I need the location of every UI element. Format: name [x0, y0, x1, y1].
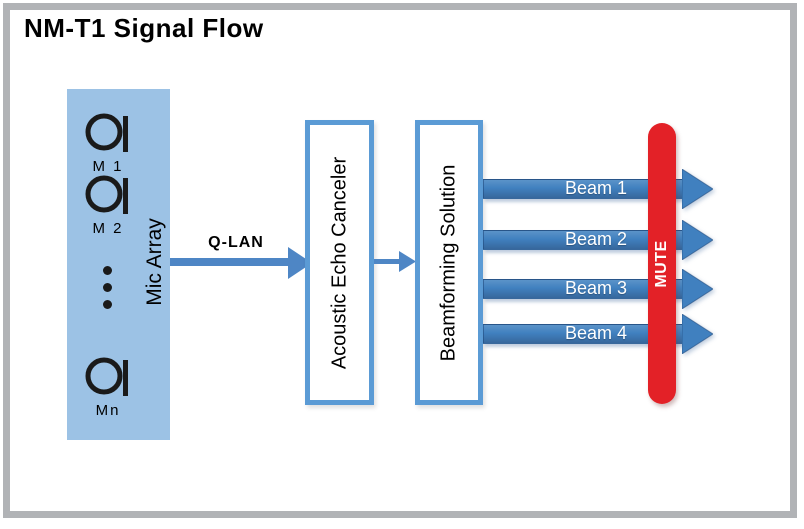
diagram-title: NM-T1 Signal Flow — [24, 13, 264, 43]
beamforming-solution-block: Beamforming Solution — [415, 120, 483, 405]
microphone-icon — [85, 169, 131, 219]
mic-item: M 2 — [85, 169, 131, 237]
mic-array-block: M 1 M 2 Mn Mic Array — [67, 89, 170, 440]
ellipsis-dots-icon — [103, 266, 112, 309]
beam-arrow-head-icon — [681, 219, 714, 261]
mic-label: M 1 — [92, 158, 124, 175]
inter-block-arrow-shaft — [374, 259, 402, 264]
mic-label: Mn — [95, 402, 121, 419]
microphone-icon — [85, 107, 131, 157]
beam-label: Beam 1 — [564, 178, 627, 198]
mute-bar: MUTE — [648, 123, 676, 404]
mute-label: MUTE — [653, 239, 670, 288]
beam-arrow-head-icon — [681, 168, 714, 210]
beamforming-solution-label: Beamforming Solution — [437, 164, 460, 361]
qlan-label: Q-LAN — [208, 234, 264, 251]
beam-arrow: Beam 4 — [483, 313, 714, 355]
beam-arrow-head-icon — [681, 268, 714, 310]
beam-label: Beam 3 — [564, 278, 627, 298]
beam-arrow: Beam 2 — [483, 219, 714, 261]
mic-item: Mn — [85, 351, 131, 419]
mic-label: M 2 — [92, 220, 124, 237]
acoustic-echo-canceler-label: Acoustic Echo Canceler — [328, 156, 350, 369]
microphone-icon — [85, 351, 131, 401]
beam-arrow-head-icon — [681, 313, 714, 355]
qlan-arrow-head-icon — [288, 247, 312, 279]
beam-arrow: Beam 3 — [483, 268, 714, 310]
beam-label: Beam 4 — [564, 323, 627, 343]
qlan-arrow-shaft — [170, 258, 290, 266]
mic-item: M 1 — [85, 107, 131, 175]
acoustic-echo-canceler-block: Acoustic Echo Canceler — [305, 120, 374, 405]
beam-label: Beam 2 — [564, 229, 627, 249]
beam-arrow: Beam 1 — [483, 168, 714, 210]
inter-block-arrow-head-icon — [399, 251, 416, 272]
mic-array-label: Mic Array — [143, 218, 166, 306]
